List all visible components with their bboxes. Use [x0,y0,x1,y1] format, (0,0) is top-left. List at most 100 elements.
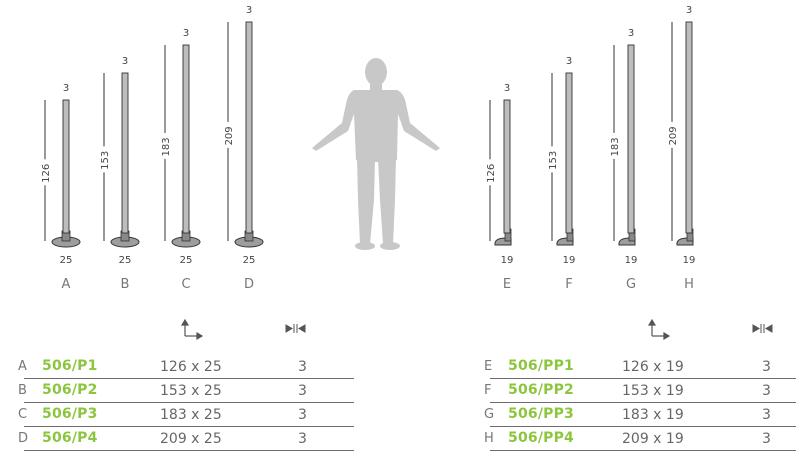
product-dimensions: 126 x 25 [160,359,222,375]
row-divider [24,450,354,451]
pole-letter: H [684,277,694,292]
axes-icon [180,318,204,341]
height-label: 126 [486,164,497,183]
row-letter: F [484,383,492,398]
top-diameter-label: 3 [504,83,510,94]
product-code: 506/PP2 [508,382,574,398]
product-code: 506/PP4 [508,430,574,446]
pole-e: 126 3 19E [484,83,513,292]
pack-quantity: 3 [298,407,307,423]
pack-quantity-icon [285,324,306,333]
product-dimensions: 126 x 19 [622,359,684,375]
top-diameter-label: 3 [686,5,692,16]
pole-c: 183 3 25C [159,28,201,292]
top-diameter-label: 3 [63,83,69,94]
pole-group-right: 126 3 19E 153 3 19F 183 3 19G 209 3 19H [484,5,695,292]
pole-g: 183 3 19G [608,28,637,292]
pole-d: 209 3 25D [222,5,264,292]
height-label: 153 [100,151,111,170]
pack-quantity: 3 [762,407,771,423]
pole-letter: G [626,277,636,292]
top-diameter-label: 3 [246,5,252,16]
table-row: F 506/PP2 153 x 19 3 [466,382,801,406]
pole-shaft [182,44,190,234]
product-code: 506/P4 [42,430,98,446]
row-letter: D [18,431,29,446]
top-diameter-label: 3 [628,28,634,39]
row-letter: E [484,359,493,374]
row-letter: H [484,431,494,446]
product-code: 506/P3 [42,406,98,422]
pole-b: 153 3 25B [98,56,140,292]
pole-shaft [685,21,693,234]
pole-shaft [503,99,511,234]
product-code: 506/P2 [42,382,98,398]
pack-quantity: 3 [298,359,307,375]
pole-shaft [245,21,253,234]
pole-shaft [121,72,129,234]
base-diameter-label: 19 [683,255,696,266]
row-divider [490,378,796,379]
row-letter: G [484,407,495,422]
pole-h: 209 3 19H [666,5,695,292]
base-diameter-label: 19 [625,255,638,266]
row-letter: C [18,407,28,422]
pack-quantity: 3 [762,431,771,447]
base-diameter-label: 25 [119,255,132,266]
base-diameter-label: 19 [501,255,514,266]
pack-quantity: 3 [762,359,771,375]
top-diameter-label: 3 [122,56,128,67]
table-row: G 506/PP3 183 x 19 3 [466,406,801,430]
top-diameter-label: 3 [183,28,189,39]
pack-quantity: 3 [298,383,307,399]
pole-a: 126 3 25A [39,83,81,292]
height-label: 183 [610,137,621,156]
pole-letter: D [244,277,254,292]
pole-letter: B [121,277,130,292]
row-divider [24,378,354,379]
product-code: 506/PP1 [508,358,574,374]
pole-shaft [627,44,635,234]
height-label: 183 [161,137,172,156]
height-label: 209 [668,126,679,145]
table-row: C 506/P3 183 x 25 3 [0,406,360,430]
human-silhouette-icon [312,58,440,250]
product-dimensions: 183 x 19 [622,407,684,423]
pole-letter: A [62,277,71,292]
product-dimensions: 183 x 25 [160,407,222,423]
pack-quantity-icon [752,324,773,333]
table-row: E 506/PP1 126 x 19 3 [466,358,801,382]
base-diameter-label: 19 [563,255,576,266]
pole-letter: F [565,277,572,292]
product-dimensions: 209 x 19 [622,431,684,447]
pole-group-left: 126 3 25A 153 3 25B 183 3 25C 209 3 25D [39,5,264,292]
pole-shaft [62,99,70,234]
product-code: 506/PP3 [508,406,574,422]
table-row: H 506/PP4 209 x 19 3 [466,430,801,454]
product-dimensions: 153 x 25 [160,383,222,399]
base-diameter-label: 25 [243,255,256,266]
height-label: 209 [224,126,235,145]
base-diameter-label: 25 [60,255,73,266]
row-divider [24,402,354,403]
pack-quantity: 3 [298,431,307,447]
height-label: 126 [41,164,52,183]
pole-letter: E [503,277,511,292]
row-divider [490,450,796,451]
product-dimensions: 153 x 19 [622,383,684,399]
row-divider [490,426,796,427]
base-diameter-label: 25 [180,255,193,266]
row-divider [24,426,354,427]
row-divider [490,402,796,403]
pole-letter: C [181,277,190,292]
pack-quantity: 3 [762,383,771,399]
height-label: 153 [548,151,559,170]
product-code: 506/P1 [42,358,98,374]
